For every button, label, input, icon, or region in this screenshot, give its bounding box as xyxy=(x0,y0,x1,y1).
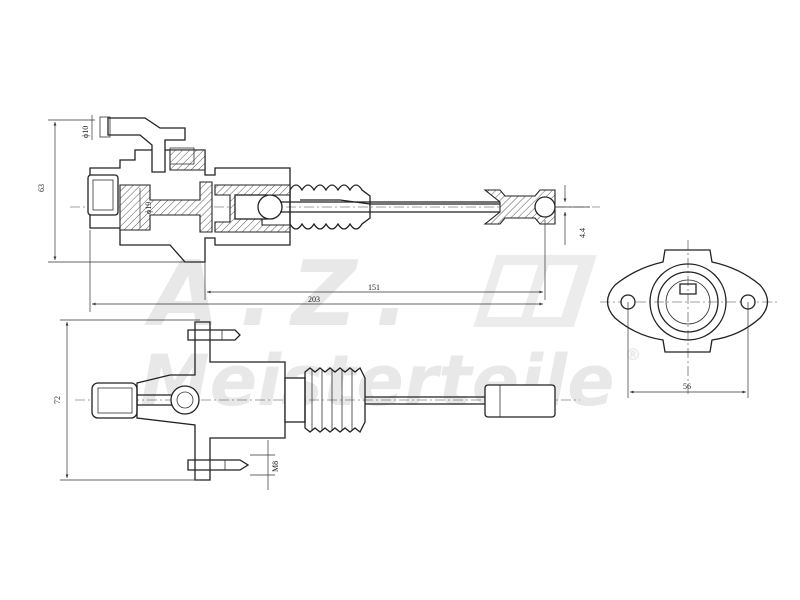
watermark: A.Z. Meisterteile ® xyxy=(140,242,641,422)
flange-view xyxy=(600,240,780,395)
plan-dimensions: 72 M8 xyxy=(53,319,280,490)
watermark-brand-line1: A.Z. xyxy=(144,242,427,347)
dim-height-72: 72 xyxy=(53,396,62,404)
dim-offset-4-4: 4.4 xyxy=(578,228,587,238)
dim-length-151: 151 xyxy=(368,283,380,292)
dim-length-203: 203 xyxy=(308,295,320,304)
top-dimensions: 63 ϕ10 ϕ19 4.4 151 203 xyxy=(37,115,587,312)
watermark-registered-mark: ® xyxy=(625,345,641,364)
sectional-view xyxy=(70,116,600,263)
dim-diameter-10: ϕ10 xyxy=(81,126,90,138)
flange-dimensions: 56 xyxy=(627,302,749,398)
dim-thread-m8: M8 xyxy=(271,461,280,472)
dim-flange-56: 56 xyxy=(683,382,691,391)
watermark-stripes-logo xyxy=(473,255,597,327)
plan-view xyxy=(75,321,580,481)
dim-diameter-19: ϕ19 xyxy=(144,202,153,214)
dim-height-63: 63 xyxy=(37,184,46,192)
